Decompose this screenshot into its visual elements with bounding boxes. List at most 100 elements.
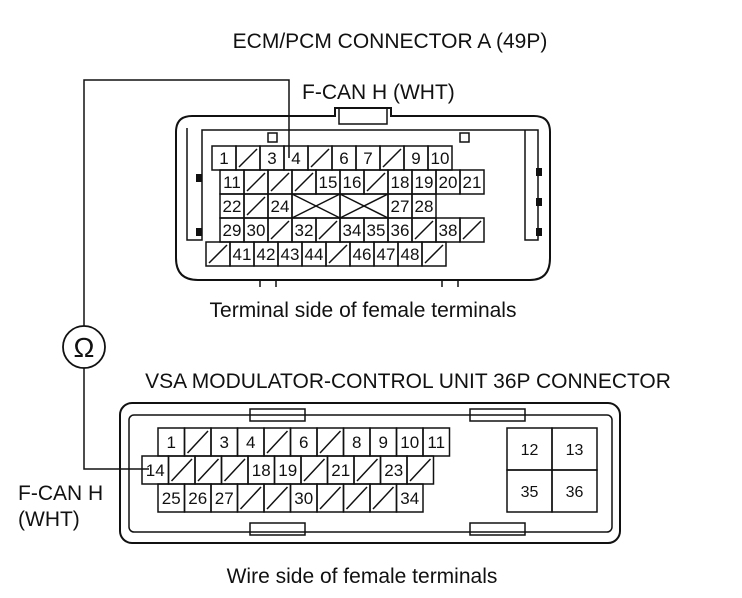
vsa-terminal-number: 26: [188, 489, 207, 508]
ecm-empty-slash: [246, 196, 266, 216]
ecm-terminal-number: 38: [439, 221, 458, 240]
vsa-empty-slash: [319, 486, 342, 510]
vsa-caption: Wire side of female terminals: [227, 565, 498, 588]
ecm-terminal-number: 34: [343, 221, 362, 240]
ecm-empty-slash: [310, 148, 330, 168]
vsa-empty-slash: [239, 486, 262, 510]
vsa-terminal-cell: [395, 483, 424, 513]
vsa-empty-slash: [345, 486, 368, 510]
ohm-symbol: Ω: [74, 332, 95, 363]
ecm-terminal-number: 1: [219, 149, 228, 168]
ecm-caption: Terminal side of female terminals: [210, 299, 517, 322]
vsa-wire-label-color: (WHT): [18, 508, 80, 531]
vsa-terminal-number: 27: [215, 489, 234, 508]
vsa-connector-title: VSA MODULATOR-CONTROL UNIT 36P CONNECTOR: [145, 370, 671, 393]
vsa-empty-slash: [319, 430, 342, 454]
ecm-terminal-number: 24: [271, 197, 290, 216]
vsa-large-terminal-number: 13: [566, 442, 584, 459]
vsa-large-terminal-number: 35: [521, 484, 539, 501]
ecm-empty-slash: [462, 220, 482, 240]
test-lead-to-vsa: [83, 368, 149, 470]
vsa-terminal-number: 9: [379, 433, 388, 452]
ecm-empty-slash: [246, 172, 266, 192]
ecm-empty-slash: [318, 220, 338, 240]
ecm-empty-slash: [382, 148, 402, 168]
ecm-terminal-number: 36: [391, 221, 410, 240]
vsa-empty-slash: [170, 458, 193, 482]
ecm-terminal-number: 29: [223, 221, 242, 240]
ecm-terminal-number: 16: [343, 173, 362, 192]
vsa-terminal-number: 8: [352, 433, 361, 452]
vsa-terminal-number: 11: [427, 433, 445, 452]
ecm-terminal-number: 9: [411, 149, 420, 168]
ecm-terminal-number: 3: [267, 149, 276, 168]
ecm-terminal-number: 41: [233, 245, 252, 264]
vsa-empty-slash: [186, 430, 209, 454]
ecm-empty-slash: [294, 172, 314, 192]
ecm-terminal-number: 43: [281, 245, 300, 264]
ecm-terminal-number: 6: [339, 149, 348, 168]
vsa-empty-slash: [303, 458, 326, 482]
ecm-terminal-number: 44: [305, 245, 324, 264]
vsa-empty-slash: [197, 458, 220, 482]
ecm-terminal-number: 19: [415, 173, 434, 192]
ecm-terminal-number: 15: [319, 173, 338, 192]
ohmmeter-icon: [62, 325, 106, 369]
vsa-terminal-number: 10: [400, 433, 419, 452]
vsa-empty-slash: [409, 458, 432, 482]
vsa-terminal-number: 6: [299, 433, 308, 452]
vsa-connector-housing: [119, 402, 621, 544]
ecm-terminal-cell: [459, 169, 485, 195]
vsa-terminal-number: 4: [246, 433, 255, 452]
test-lead-to-ecm: [83, 79, 290, 326]
ecm-terminal-number: 48: [401, 245, 420, 264]
ecm-empty-cavity: [421, 241, 447, 267]
ecm-wire-label: F-CAN H (WHT): [302, 81, 455, 104]
ecm-empty-slash: [270, 172, 290, 192]
vsa-large-terminal-number: 36: [566, 484, 584, 501]
ecm-terminal-number: 35: [367, 221, 386, 240]
ecm-terminal-number: 32: [295, 221, 314, 240]
vsa-empty-slash: [266, 486, 289, 510]
vsa-terminal-number: 14: [146, 461, 165, 480]
vsa-empty-slash: [372, 486, 395, 510]
ecm-latch-marks: [196, 168, 542, 236]
vsa-terminal-number: 34: [400, 489, 419, 508]
ecm-terminal-number: 22: [223, 197, 242, 216]
vsa-terminal-number: 30: [294, 489, 313, 508]
vsa-terminal-number: 3: [220, 433, 229, 452]
vsa-large-terminal-cell: [551, 469, 598, 513]
vsa-large-terminal-block: 12 13 35 36: [506, 427, 598, 513]
vsa-terminal-number: 1: [167, 433, 176, 452]
ecm-terminal-number: 46: [353, 245, 372, 264]
ecm-terminal-number: 7: [363, 149, 372, 168]
ecm-terminal-number: 10: [431, 149, 450, 168]
ecm-terminal-number: 47: [377, 245, 396, 264]
ecm-empty-slash: [208, 244, 228, 264]
ecm-cross-mark: [339, 193, 389, 219]
ecm-terminal-number: 28: [415, 197, 434, 216]
ecm-empty-slash: [270, 220, 290, 240]
vsa-large-terminal-number: 12: [521, 442, 539, 459]
ecm-terminal-number: 42: [257, 245, 276, 264]
ecm-cross-mark: [291, 193, 341, 219]
ecm-empty-slash: [238, 148, 258, 168]
ecm-terminal-number: 20: [439, 173, 458, 192]
ecm-empty-slash: [424, 244, 444, 264]
vsa-wire-label: F-CAN H: [18, 482, 103, 505]
ecm-empty-slash: [328, 244, 348, 264]
ecm-empty-slash: [414, 220, 434, 240]
vsa-terminal-number: 21: [331, 461, 350, 480]
ecm-terminal-number: 18: [391, 173, 410, 192]
vsa-empty-slash: [223, 458, 246, 482]
vsa-terminal-number: 19: [278, 461, 297, 480]
ecm-connector-title: ECM/PCM CONNECTOR A (49P): [233, 30, 548, 53]
ecm-empty-cavity: [459, 217, 485, 243]
vsa-empty-slash: [356, 458, 379, 482]
ecm-empty-slash: [366, 172, 386, 192]
vsa-terminal-cell: [422, 427, 451, 457]
vsa-empty-slash: [266, 430, 289, 454]
